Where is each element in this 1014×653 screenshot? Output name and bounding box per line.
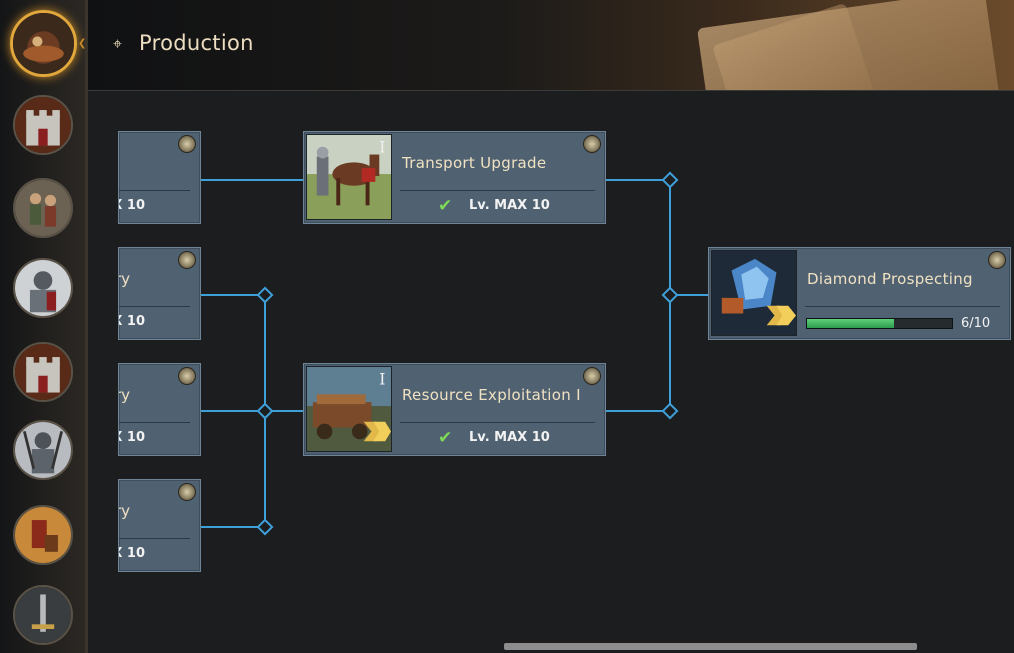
castle-category-icon[interactable] [13,95,73,155]
research-name: Transport Upgrade [402,154,547,172]
knight-category-icon[interactable] [13,258,73,318]
research-name: ery [119,386,130,404]
divider [400,422,595,423]
lock-icon [178,251,196,269]
divider [119,422,190,423]
divider [400,190,595,191]
lock-icon [178,135,196,153]
research-tree[interactable]: X 10 ry X 10 ery X 10 astery X 10 I [88,91,1014,653]
research-level: X 10 [119,314,145,329]
lock-icon [583,135,601,153]
resource-exploitation-card[interactable]: I Resource Exploitation I ✔ Lv. MAX 10 [303,363,606,456]
lock-icon [988,251,1006,269]
header-book-illustration [697,0,1001,90]
partial-research-card-3[interactable]: ery X 10 [118,363,201,456]
tier-numeral: I [379,139,385,157]
castle-category-2-icon[interactable] [13,342,73,402]
tavern-category-icon[interactable] [13,505,73,565]
checkmark-icon: ✔ [438,196,453,216]
progress-text: 6/10 [961,316,991,331]
armored-knight-category-icon[interactable] [13,420,73,480]
divider [805,306,1000,307]
divider [119,538,190,539]
partial-research-card-1[interactable]: X 10 [118,131,201,224]
research-level: Lv. MAX 10 [469,198,550,213]
transport-upgrade-card[interactable]: I Transport Upgrade ✔ Lv. MAX 10 [303,131,606,224]
page-title: Production [139,31,254,55]
research-name: Diamond Prospecting [807,270,973,288]
page-header: ⌖ Production [88,0,1014,91]
tier-numeral: I [379,371,385,389]
transport-upgrade-image: I [306,134,392,220]
research-level: X 10 [119,546,145,561]
research-name: ry [119,270,130,288]
compass-icon: ⌖ [113,34,123,53]
diamond-prospecting-card[interactable]: Diamond Prospecting 6/10 [708,247,1011,340]
divider [119,306,190,307]
lock-icon [178,483,196,501]
research-level: X 10 [119,198,145,213]
horizontal-scrollbar[interactable] [504,643,917,650]
partial-research-card-2[interactable]: ry X 10 [118,247,201,340]
swords-category-icon[interactable] [13,585,73,645]
checkmark-icon: ✔ [438,428,453,448]
research-progress-bar [806,318,953,329]
active-indicator-icon: ❮ [78,38,87,49]
research-level: Lv. MAX 10 [469,430,550,445]
research-name: Resource Exploitation I [402,386,581,404]
lock-icon [178,367,196,385]
troops-category-icon[interactable] [13,178,73,238]
research-name: astery [119,502,130,520]
lock-icon [583,367,601,385]
progress-fill [807,319,894,328]
resource-exploitation-image: I [306,366,392,452]
research-level: X 10 [119,430,145,445]
diamond-prospecting-image [711,250,797,336]
production-category-icon[interactable] [10,10,77,77]
partial-research-card-4[interactable]: astery X 10 [118,479,201,572]
tree-connectors [201,171,709,536]
category-sidebar: ❮ [0,0,88,653]
divider [119,190,190,191]
